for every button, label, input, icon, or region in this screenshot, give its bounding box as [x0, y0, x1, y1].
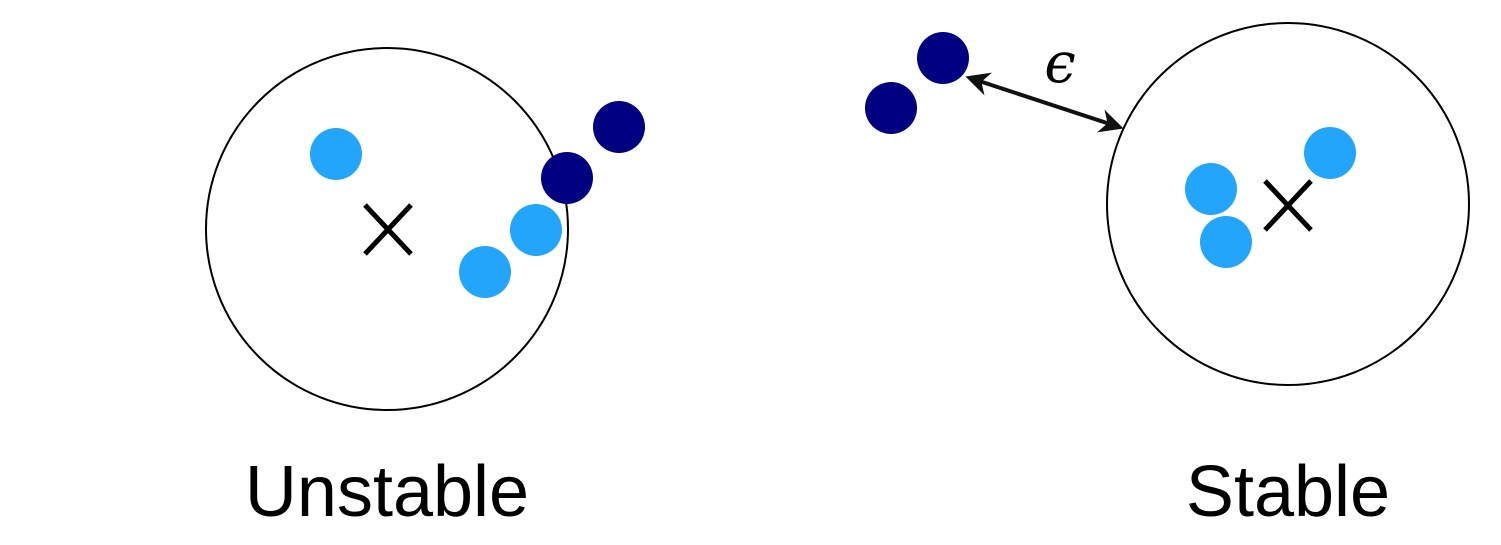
stable-centroid-x-icon: [1263, 179, 1313, 232]
stable-dark-point: [865, 82, 917, 134]
stable-label: Stable: [1186, 452, 1390, 532]
unstable-light-point: [459, 246, 511, 298]
unstable-panel: Unstable: [205, 47, 645, 532]
stable-cluster-circle: [1106, 22, 1470, 386]
epsilon-distance-arrow: [965, 72, 1124, 133]
unstable-centroid-x-icon: [363, 203, 413, 256]
unstable-dark-point: [593, 101, 645, 153]
unstable-cluster-circle: [205, 47, 569, 411]
stable-light-point: [1200, 216, 1252, 268]
unstable-label: Unstable: [245, 452, 529, 532]
unstable-light-point: [510, 204, 562, 256]
stable-light-point: [1185, 163, 1237, 215]
stable-dark-point: [917, 32, 969, 84]
epsilon-label: ϵ: [1044, 31, 1075, 96]
stable-light-point: [1304, 127, 1356, 179]
stable-panel: ϵ Stable: [865, 22, 1470, 532]
unstable-dark-point: [541, 152, 593, 204]
unstable-light-point: [310, 128, 362, 180]
